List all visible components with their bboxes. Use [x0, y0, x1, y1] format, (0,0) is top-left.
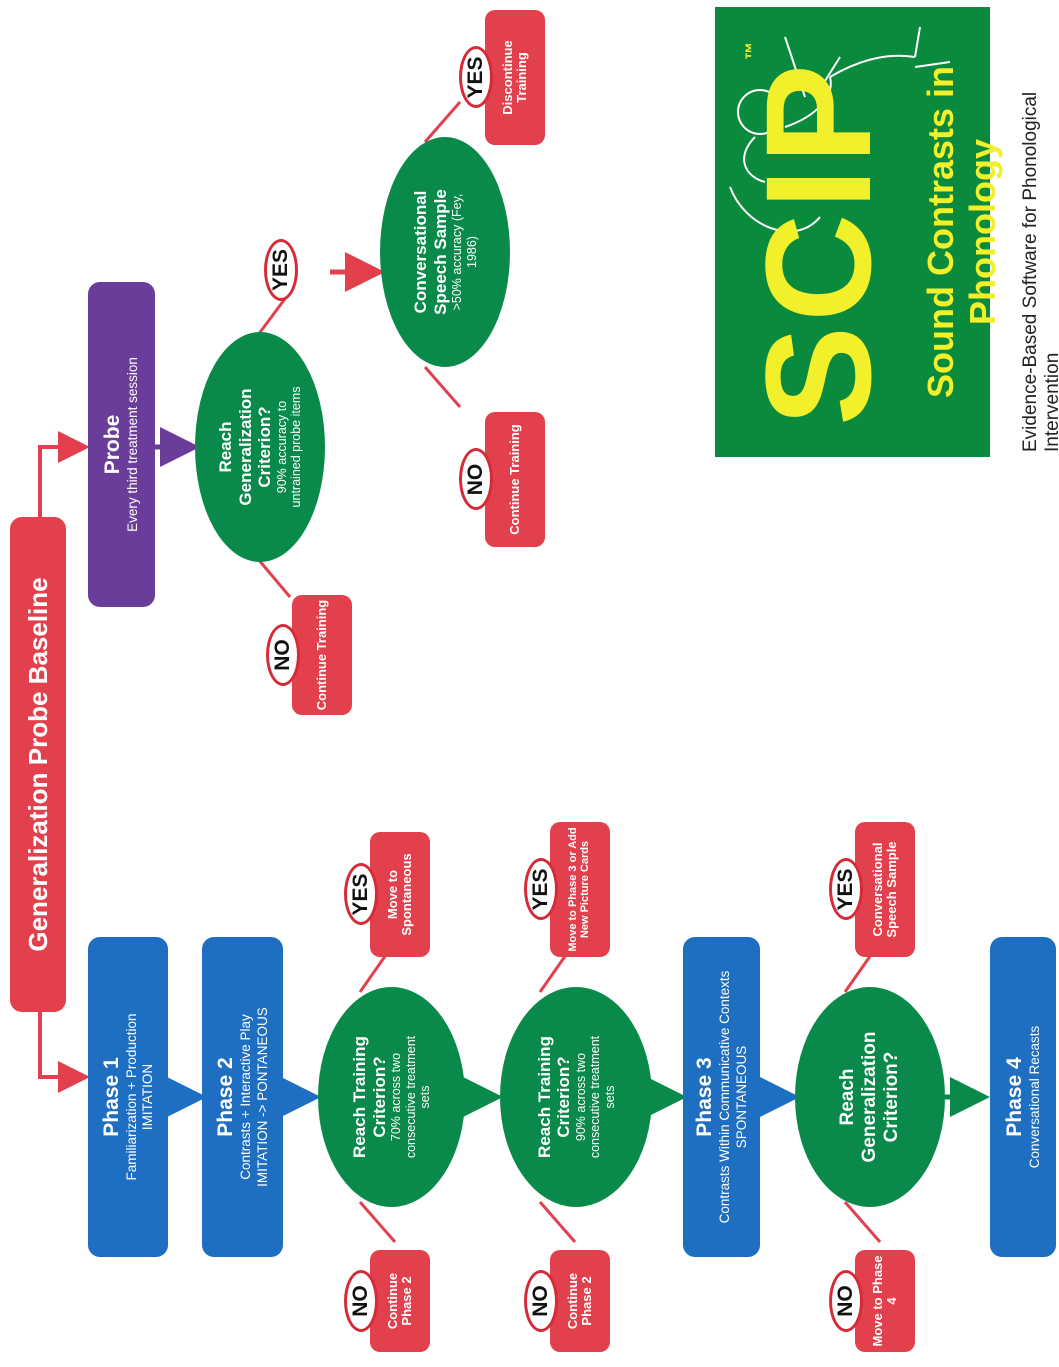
generalization-probe-banner: Generalization Probe Baseline	[10, 517, 66, 1012]
outcome-yes-5-text: Discontinue Training	[485, 10, 545, 145]
outcome-no-4-text: Continue Training	[292, 595, 352, 715]
outcome-no-3-badge: NO	[829, 1270, 863, 1332]
outcome-yes-5-badge: YES	[459, 46, 493, 109]
train70-title: Reach Training Criterion?	[350, 1036, 389, 1158]
gen-right-title: Reach Generalization Criterion?	[216, 388, 275, 506]
train90-title: Reach Training Criterion?	[534, 1036, 574, 1158]
phase4-line1: Conversational Recasts	[1026, 1025, 1042, 1169]
phase1-line1: Familiarization + Production	[123, 1013, 139, 1181]
outcome-no-3-text: Move to Phase 4	[855, 1250, 915, 1352]
outcome-yes-3-badge: YES	[829, 858, 863, 921]
conversational-detail: >50% accuracy (Fey, 1986)	[450, 193, 479, 311]
outcome-no-5-text: Continue Training	[485, 412, 545, 547]
phase3-title: Phase 3	[693, 1057, 717, 1137]
outcome-no-1-badge: NO	[344, 1270, 378, 1332]
phase4-box: Phase 4 Conversational Recasts	[990, 937, 1056, 1257]
phase2-line1: Contrasts + Interactive Play	[238, 1014, 254, 1180]
banner-connector-left	[38, 1012, 90, 1093]
outcome-no-3: Move to Phase 4 NO	[815, 1250, 915, 1352]
banner-connector-right	[38, 431, 90, 517]
decision-train70: Reach Training Criterion? 70% across two…	[318, 987, 465, 1207]
outcome-no-5-badge: NO	[459, 448, 493, 511]
outcome-yes-5: Discontinue Training YES	[445, 10, 545, 145]
decision-train90: Reach Training Criterion? 90% across two…	[500, 987, 652, 1207]
outcome-yes-3: Conversational Speech Sample YES	[815, 822, 915, 957]
outcome-yes-1: Move to Spontaneous YES	[330, 832, 430, 957]
branch-no2	[538, 1201, 577, 1243]
scip-trademark: ™	[742, 37, 762, 60]
child-illustration	[729, 26, 951, 233]
gen-right-detail: 90% accuracy to untrained probe items	[274, 386, 304, 508]
outcome-yes-4-badge: YES	[264, 239, 298, 301]
phase1-line2: IMITATION	[140, 1063, 156, 1131]
scip-logo: SCIP™ Sound Contrasts in Phonology	[715, 7, 1003, 457]
phase1-box: Phase 1 Familiarization + Production IMI…	[88, 937, 168, 1257]
outcome-yes-2-text: Move to Phase 3 or Add New Picture Cards	[550, 822, 610, 957]
phase3-line2: SPONTANEOUS	[733, 1045, 749, 1149]
scip-wordmark: SCIP™	[734, 7, 902, 457]
outcome-yes-2: Move to Phase 3 or Add New Picture Cards…	[510, 822, 610, 957]
probe-title: Probe	[101, 414, 125, 475]
phase4-title: Phase 4	[1002, 1057, 1026, 1137]
tagline: Evidence-Based Software for Phonological…	[1020, 91, 1059, 452]
train90-detail: 90% across two consecutive treatment set…	[573, 1035, 617, 1159]
scip-wordmark-text: SCIP	[734, 59, 902, 427]
outcome-no-4-badge: NO	[266, 624, 300, 686]
outcome-yes-4: YES	[250, 235, 310, 305]
decision-conversational-sample: Conversational Speech Sample >50% accura…	[380, 137, 510, 367]
outcome-yes-1-badge: YES	[344, 863, 378, 926]
phase3-box: Phase 3 Contrasts Within Communicative C…	[683, 937, 760, 1257]
outcome-yes-2-badge: YES	[524, 858, 558, 921]
branch-no3	[843, 1201, 882, 1243]
outcome-no-2-badge: NO	[524, 1270, 558, 1332]
phase2-title: Phase 2	[214, 1057, 238, 1137]
gen-left-title: Reach Generalization Criterion?	[837, 1031, 902, 1163]
conversational-title: Conversational Speech Sample	[411, 189, 450, 315]
outcome-no-1: Continue Phase 2 NO	[330, 1250, 430, 1352]
outcome-no-1-text: Continue Phase 2	[370, 1250, 430, 1352]
phase1-title: Phase 1	[99, 1057, 123, 1137]
branch-yes5	[423, 101, 462, 143]
phase3-line1: Contrasts Within Communicative Contexts	[717, 970, 733, 1224]
branch-no5	[423, 366, 462, 408]
outcome-yes-1-text: Move to Spontaneous	[370, 832, 430, 957]
outcome-no-5: Continue Training NO	[445, 412, 545, 547]
outcome-yes-3-text: Conversational Speech Sample	[855, 822, 915, 957]
scip-subtitle: Sound Contrasts in Phonology	[920, 66, 1003, 398]
outcome-no-4: Continue Training NO	[252, 595, 352, 715]
probe-box: Probe Every third treatment session	[88, 282, 155, 607]
branch-no1	[358, 1201, 397, 1243]
outcome-no-2-text: Continue Phase 2	[550, 1250, 610, 1352]
train70-detail: 70% across two consecutive treatment set…	[389, 1035, 433, 1159]
phase2-box: Phase 2 Contrasts + Interactive Play IMI…	[202, 937, 283, 1257]
decision-generalization-left: Reach Generalization Criterion?	[795, 987, 945, 1207]
banner-title: Generalization Probe Baseline	[22, 577, 53, 952]
probe-detail: Every third treatment session	[125, 357, 141, 532]
outcome-no-2: Continue Phase 2 NO	[510, 1250, 610, 1352]
decision-generalization-right: Reach Generalization Criterion? 90% accu…	[195, 332, 325, 562]
phase2-line2: IMITATION -> PONTANEOUS	[254, 1007, 270, 1187]
branch-no4	[256, 558, 292, 598]
